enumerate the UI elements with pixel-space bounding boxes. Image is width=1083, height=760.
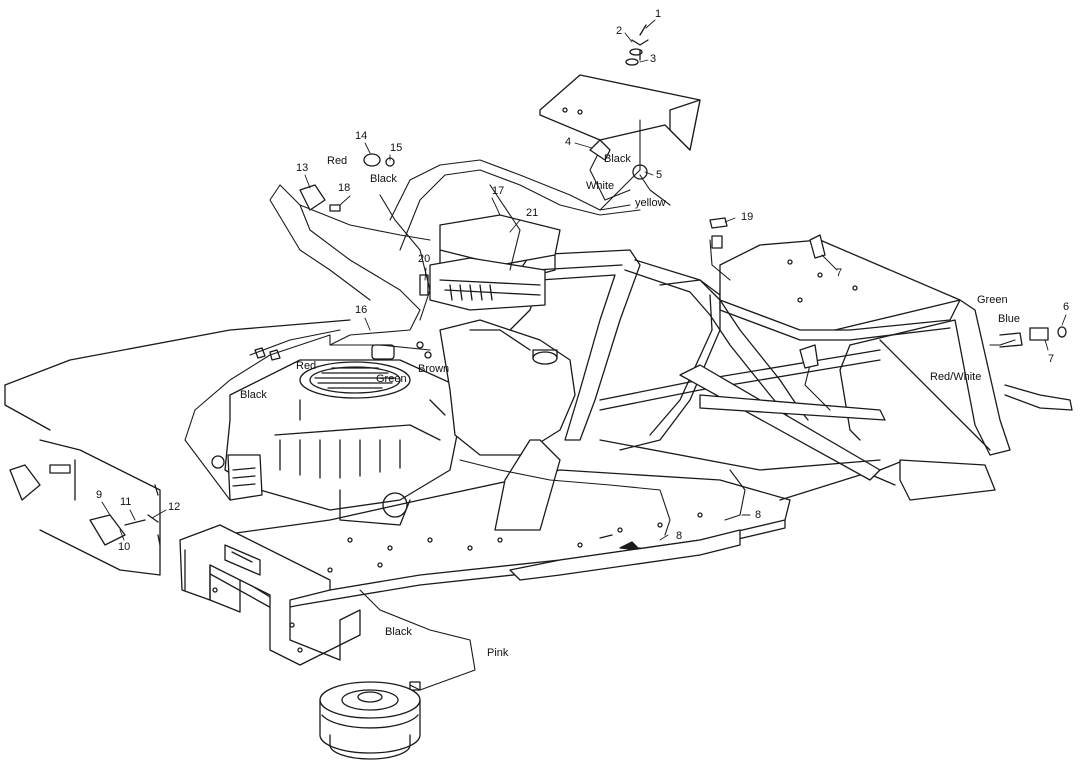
callout-8a: 8 — [676, 530, 683, 542]
callout-18: 18 — [338, 182, 351, 194]
wire-label-green-right: Green — [977, 294, 1008, 306]
callout-6: 6 — [1063, 301, 1070, 313]
engine — [211, 344, 461, 526]
callout-14: 14 — [355, 130, 368, 142]
callout-16: 16 — [355, 304, 368, 316]
callout-3: 3 — [650, 53, 657, 65]
callout-1: 1 — [655, 8, 662, 20]
wire-label-black-mid: Black — [240, 389, 267, 401]
callout-7a: 7 — [836, 267, 843, 279]
wire-label-pink: Pink — [487, 647, 509, 659]
callout-12: 12 — [168, 501, 181, 513]
small-components — [254, 139, 1067, 691]
wire-label-brown: Brown — [418, 363, 450, 375]
leader-lines — [101, 19, 1067, 541]
electric-clutch — [319, 681, 421, 760]
callout-7b: 7 — [1048, 353, 1055, 365]
wire-label-red-top: Red — [327, 155, 348, 167]
control-box — [429, 214, 561, 311]
wire-harness — [184, 119, 1016, 691]
callout-21: 21 — [526, 207, 539, 219]
rear-deck — [719, 239, 961, 341]
front-bracket — [179, 524, 361, 666]
wire-label-red-white: Red/White — [930, 371, 982, 383]
callout-19: 19 — [741, 211, 754, 223]
wire-label-black-top: Black — [370, 173, 397, 185]
wire-label-blue: Blue — [998, 313, 1021, 325]
callout-11: 11 — [120, 496, 132, 508]
callout-5: 5 — [656, 169, 663, 181]
callout-15: 15 — [390, 142, 403, 154]
callout-9: 9 — [96, 489, 103, 501]
wire-label-green-mid: Green — [376, 373, 407, 385]
wire-label-yellow: yellow — [635, 197, 666, 209]
headlights — [4, 319, 351, 576]
callout-10: 10 — [118, 541, 131, 553]
callout-20: 20 — [418, 253, 431, 265]
wire-label-red-mid: Red — [296, 360, 317, 372]
wire-label-black-bottom: Black — [385, 626, 412, 638]
callout-2: 2 — [616, 25, 623, 37]
callout-8b: 8 — [755, 509, 762, 521]
callout-13: 13 — [296, 162, 309, 174]
callout-17: 17 — [492, 185, 505, 197]
dash-panel — [539, 24, 701, 151]
wire-label-white: White — [586, 180, 615, 192]
lower-rails — [509, 279, 886, 581]
callout-4: 4 — [565, 136, 572, 148]
right-frame — [834, 299, 1073, 501]
wire-label-black-dash: Black — [604, 153, 631, 165]
fuel-tank — [439, 319, 576, 456]
